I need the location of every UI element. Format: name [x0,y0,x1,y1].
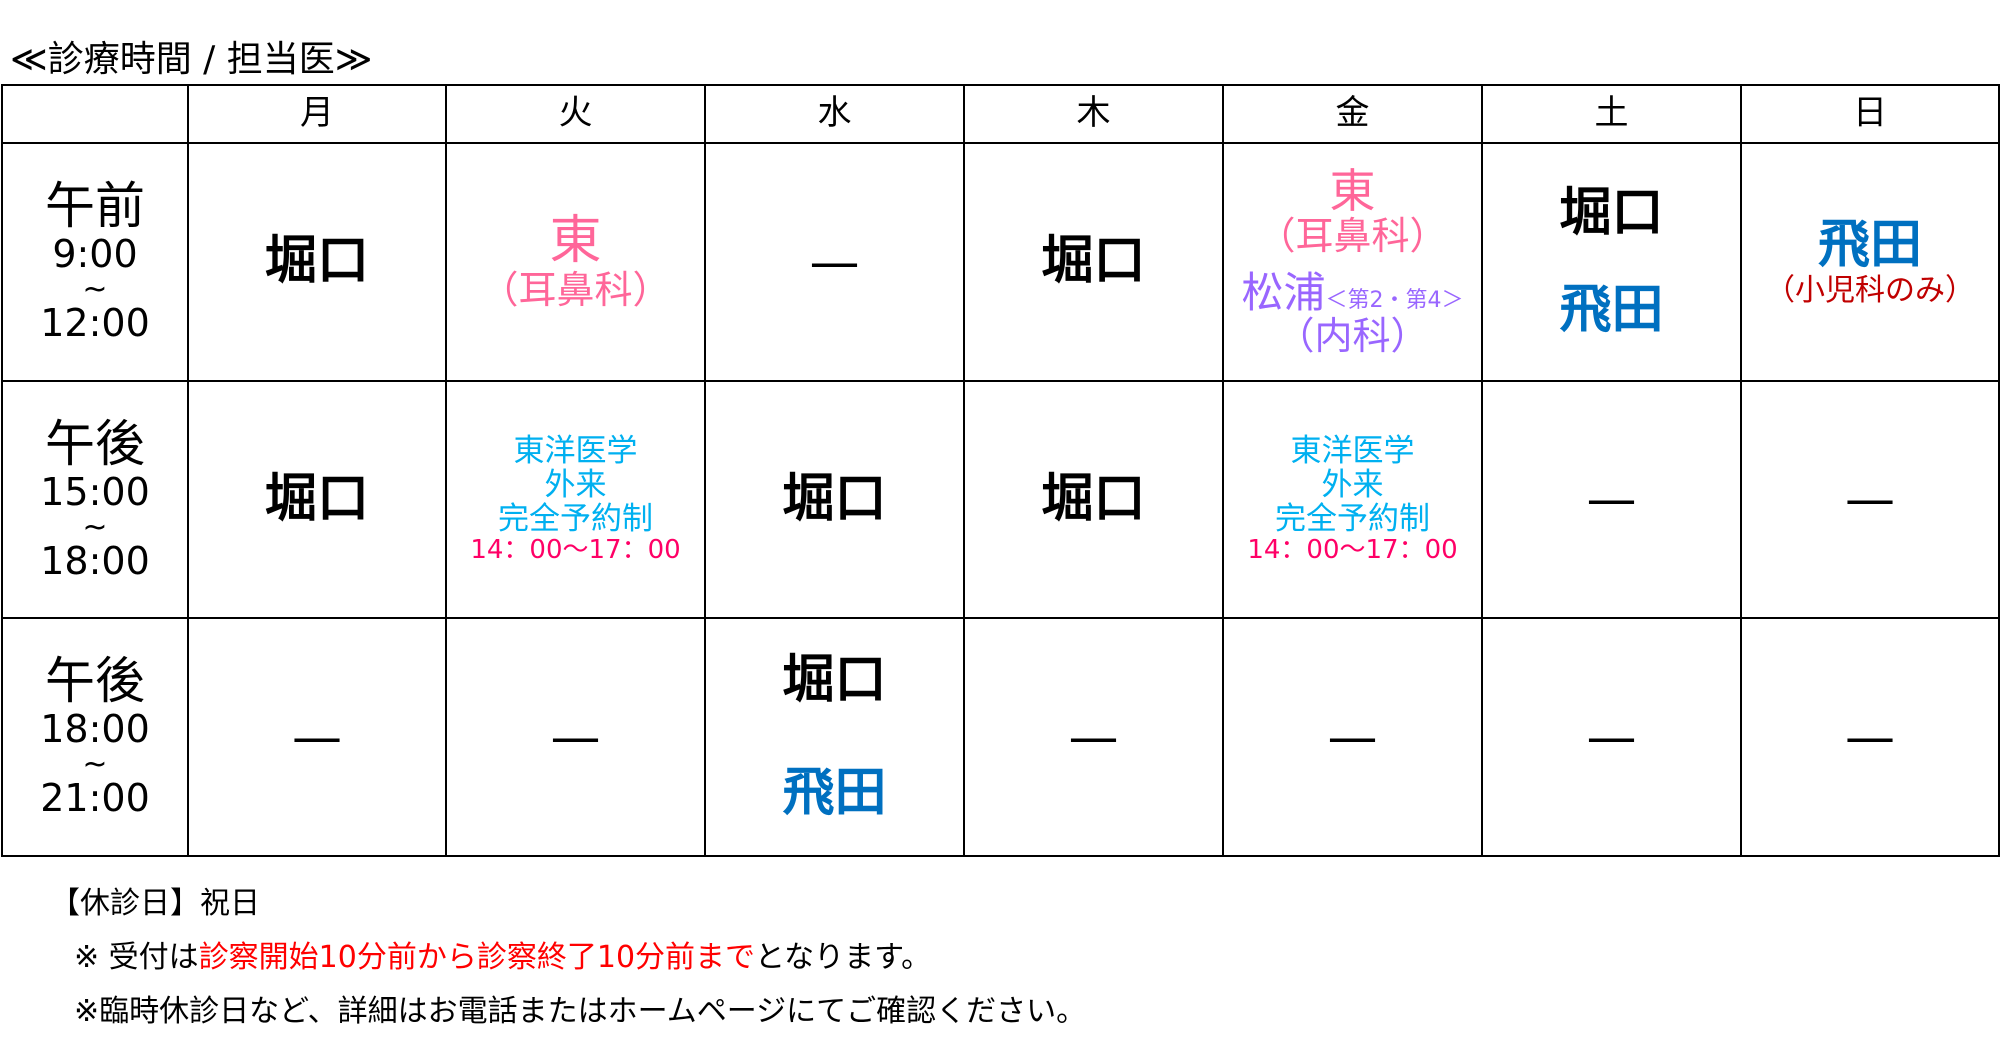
end-time: 12:00 [40,301,150,345]
page-title: ≪診療時間 / 担当医≫ [10,39,373,80]
clinic-label: 東洋医学 [1290,433,1415,470]
dash: — [809,232,860,291]
end-time: 18:00 [40,538,150,583]
cell: 堀口 [704,380,965,619]
day-sun: 日 [1740,84,2000,144]
dash: — [1845,707,1895,766]
dept-label: （小児科のみ） [1765,273,1975,309]
dash: — [1845,470,1895,528]
dash: — [1068,707,1119,766]
doctor-name: 松浦 [1241,268,1326,318]
day-wed: 水 [704,84,965,144]
dept-label: （耳鼻科） [480,267,671,312]
doctor-name: 飛田 [1559,280,1664,340]
dept-label: （内科） [1276,314,1429,359]
clinic-time: 14：00～17：00 [470,535,681,566]
dept-label: （耳鼻科） [1257,214,1448,259]
start-time: 18:00 [40,707,150,752]
holiday-note: 【休診日】祝日 [50,886,260,921]
doctor-name: 飛田 [1817,214,1922,275]
header-row: 月 火 水 木 金 土 日 [1,84,2000,144]
cell: — [1481,617,1742,857]
cell: 東（耳鼻科） [445,142,706,382]
doctor-name: 堀口 [1041,468,1146,529]
end-time: 21:00 [40,776,150,820]
schedule-note: ＜第2・第4＞ [1325,288,1464,314]
dash: — [550,707,601,766]
clinic-label: 外来 [544,467,607,504]
wave: ~ [82,272,108,307]
day-thu: 木 [963,84,1224,144]
period-label: 午後 [45,652,145,711]
cell: — [1740,380,2000,619]
cell: 飛田（小児科のみ） [1740,142,2000,382]
dash: — [1586,470,1637,528]
day-sat: 土 [1481,84,1742,144]
period-label: 午前 [45,177,145,236]
doctor-name: 飛田 [782,763,887,823]
start-time: 15:00 [40,469,150,514]
doctor-name: 堀口 [782,649,887,710]
dash: — [292,707,342,766]
cell: — [1740,617,2000,857]
reception-pre: ※ 受付は [74,940,199,975]
dash: — [1586,707,1637,766]
cell: — [187,617,447,857]
clinic-label: 完全予約制 [1275,501,1430,538]
doctor-name: 東 [1329,163,1376,218]
start-time: 9:00 [52,232,138,277]
reception-highlight: 診察開始10分前から診察終了10分前まで [198,940,756,975]
cell: — [963,617,1224,857]
detail-note: ※臨時休診日など、詳細はお電話またはホームページにてご確認ください。 [74,994,1087,1029]
wave: ~ [82,747,108,782]
clinic-label: 外来 [1321,467,1384,504]
cell: 東 （耳鼻科） 松浦＜第2・第4＞ （内科） [1222,142,1483,382]
cell: 堀口 [963,380,1224,619]
cell: 堀口 [963,142,1224,382]
corner-cell [1,84,189,144]
cell: 堀口飛田 [704,617,965,857]
cell: — [1222,617,1483,857]
reception-note: ※ 受付は診察開始10分前から診察終了10分前までとなります。 [50,932,1086,976]
doctor-name: 堀口 [1041,231,1146,292]
cell: 堀口 [187,142,447,382]
cell: — [445,617,706,857]
cell: 堀口 [187,380,447,619]
clinic-label: 完全予約制 [498,501,653,538]
day-tue: 火 [445,84,706,144]
cell: 堀口飛田 [1481,142,1742,382]
clinic-time: 14：00～17：00 [1247,535,1458,566]
day-mon: 月 [187,84,447,144]
clinic-label: 東洋医学 [513,433,638,470]
notes: 【休診日】祝日 ※ 受付は診察開始10分前から診察終了10分前までとなります。 … [50,878,1086,1040]
dash: — [1327,707,1378,766]
day-fri: 金 [1222,84,1483,144]
doctor-name: 堀口 [264,468,369,529]
reception-post: となります。 [755,940,932,975]
wave: ~ [82,509,108,545]
period-label: 午後 [45,414,145,473]
cell: — [704,142,965,382]
doctor-name: 堀口 [264,231,369,292]
doctor-name: 堀口 [1559,182,1664,243]
doctor-name: 東 [549,210,602,271]
doctor-name: 堀口 [782,468,887,529]
cell: — [1481,380,1742,619]
